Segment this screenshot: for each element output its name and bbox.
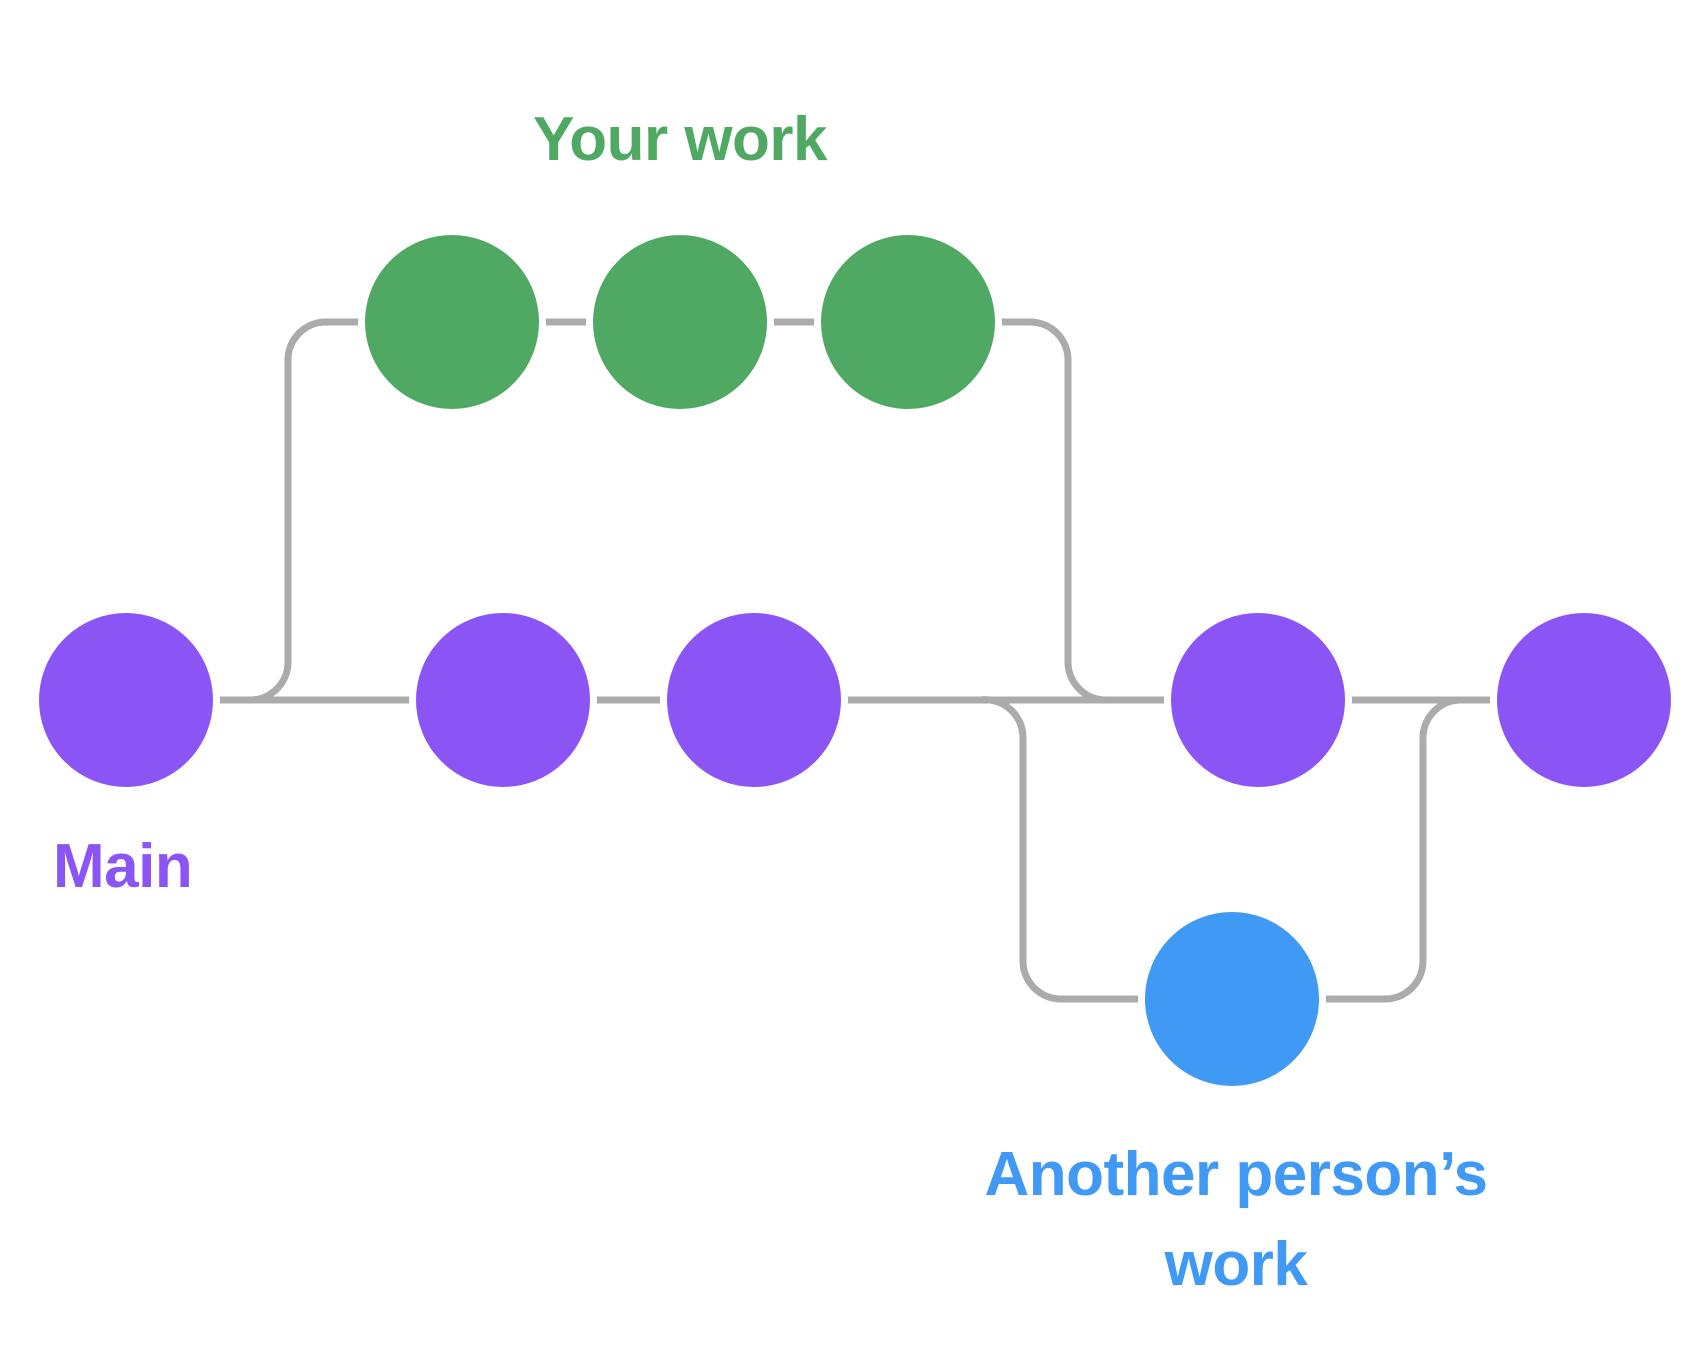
another-person-label-line2: work	[1164, 1230, 1309, 1299]
commit-node-main-3	[660, 606, 848, 794]
commit-node-yourwork-2	[586, 228, 774, 416]
main-label: Main	[53, 832, 192, 901]
your-work-label: Your work	[533, 105, 828, 174]
commit-node-yourwork-1	[358, 228, 546, 416]
main-branch-nodes	[32, 606, 1678, 794]
commit-node-main-5	[1490, 606, 1678, 794]
your-work-branch-line	[249, 318, 1170, 704]
commit-node-another-1	[1138, 905, 1326, 1093]
your-work-branch-nodes	[358, 228, 1002, 416]
commit-node-main-4	[1164, 606, 1352, 794]
another-person-branch-nodes	[1138, 905, 1326, 1093]
commit-node-yourwork-3	[814, 228, 1002, 416]
commit-node-main-1	[32, 606, 220, 794]
commit-node-main-2	[409, 606, 597, 794]
connector-lines	[126, 318, 1584, 1003]
another-person-label-line1: Another person’s	[985, 1140, 1488, 1209]
